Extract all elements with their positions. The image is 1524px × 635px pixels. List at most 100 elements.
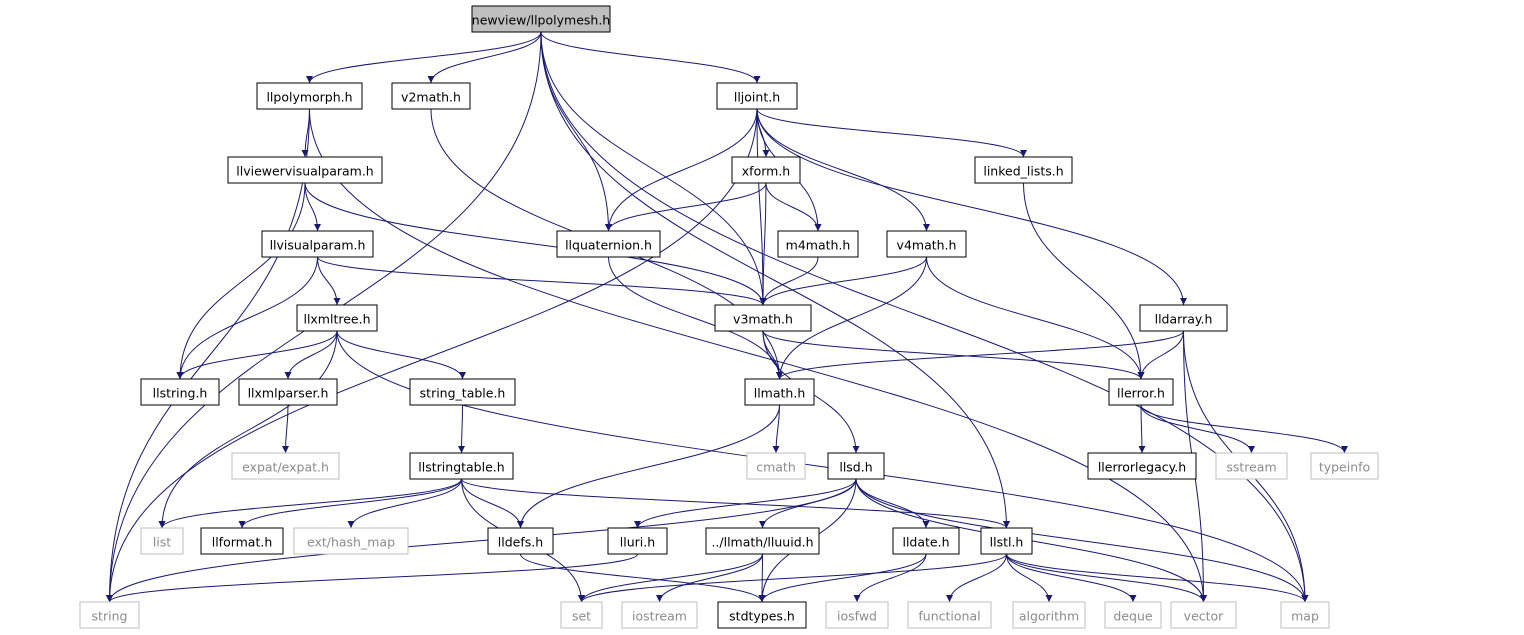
edge-llpolymesh-to-llpolymorph: [306, 31, 542, 84]
edge-llsd-to-string: [106, 478, 857, 603]
node-label: ext/hash_map: [307, 535, 395, 550]
node-llxmltree[interactable]: llxmltree.h: [296, 304, 378, 332]
node-box: [746, 452, 806, 480]
edge-m4math-to-v3math: [759, 256, 819, 306]
edge-lldarray-to-llmath: [776, 330, 1184, 380]
node-llpolymesh[interactable]: newview/llpolymesh.h: [471, 5, 611, 33]
node-hash_map: ext/hash_map: [293, 527, 409, 555]
node-sstream: sstream: [1215, 452, 1288, 480]
node-string_table[interactable]: string_table.h: [409, 378, 516, 406]
edge-lljoint-to-llquaternion: [605, 108, 758, 232]
edge-lljoint-to-string: [106, 108, 758, 603]
node-v3math[interactable]: v3math.h: [714, 304, 812, 332]
node-label: newview/llpolymesh.h: [472, 13, 610, 28]
node-llxmlparser[interactable]: llxmlparser.h: [238, 378, 338, 406]
node-box: [1215, 452, 1288, 480]
node-vector: vector: [1170, 601, 1237, 629]
edges-layer: [106, 31, 1348, 603]
node-lldate[interactable]: lldate.h: [892, 527, 960, 555]
node-llformat[interactable]: llformat.h: [200, 527, 284, 555]
node-m4math[interactable]: m4math.h: [777, 230, 859, 258]
node-string: string: [79, 601, 140, 629]
node-label: llquaternion.h: [565, 238, 652, 253]
node-label: typeinfo: [1319, 460, 1370, 475]
node-cmath: cmath: [746, 452, 806, 480]
edge-xform-to-llquaternion: [605, 182, 767, 232]
edge-llxmltree-to-llstring: [176, 330, 338, 380]
edge-lldarray-to-llerror: [1137, 330, 1184, 380]
node-v2math[interactable]: v2math.h: [391, 82, 471, 110]
node-label: v2math.h: [401, 90, 461, 105]
node-llstringtable[interactable]: llstringtable.h: [409, 452, 514, 480]
edge-lldate-to-stdtypes: [758, 553, 927, 603]
edge-llvisualparam-to-llxmltree: [317, 256, 341, 306]
edge-llxmltree-to-list: [158, 330, 338, 529]
edge-lluuid-to-set: [578, 553, 763, 603]
node-llmath[interactable]: llmath.h: [744, 378, 815, 406]
edge-linked_lists-to-llerror: [1023, 182, 1145, 380]
node-box: [293, 527, 409, 555]
edge-llerror-to-llerrorlegacy: [1138, 404, 1146, 454]
node-llerrorlegacy[interactable]: llerrorlegacy.h: [1087, 452, 1197, 480]
node-label: iosfwd: [837, 609, 877, 624]
node-label: lldarray.h: [1155, 312, 1213, 327]
node-iostream: iostream: [621, 601, 698, 629]
edge-llquaternion-to-llmath: [608, 256, 783, 380]
node-llstring[interactable]: llstring.h: [140, 378, 220, 406]
node-box: [892, 527, 960, 555]
edge-llpolymesh-to-lljoint: [540, 31, 761, 84]
edge-lldate-to-iosfwd: [853, 553, 927, 603]
node-box: [238, 378, 338, 406]
edge-llstl-to-algorithm: [1006, 553, 1053, 603]
node-deque: deque: [1104, 601, 1162, 629]
node-xform[interactable]: xform.h: [731, 156, 801, 184]
node-llerror[interactable]: llerror.h: [1108, 378, 1174, 406]
node-label: cmath: [756, 460, 796, 475]
node-box: [409, 378, 516, 406]
node-lluri[interactable]: lluri.h: [607, 527, 668, 555]
node-label: llvisualparam.h: [270, 238, 366, 253]
node-label: vector: [1184, 609, 1225, 624]
node-label: lljoint.h: [734, 90, 780, 105]
node-box: [1108, 378, 1174, 406]
node-llstl[interactable]: llstl.h: [980, 527, 1033, 555]
node-v4math[interactable]: v4math.h: [886, 230, 967, 258]
node-lldarray[interactable]: lldarray.h: [1139, 304, 1228, 332]
node-lluuid[interactable]: ../llmath/lluuid.h: [705, 527, 820, 555]
node-linked_lists[interactable]: linked_lists.h: [974, 156, 1073, 184]
node-lljoint[interactable]: lljoint.h: [716, 82, 798, 110]
node-label: expat/expat.h: [242, 460, 329, 475]
node-box: [391, 82, 471, 110]
node-label: sstream: [1226, 460, 1276, 475]
node-label: llformat.h: [212, 535, 273, 550]
edge-llpolymesh-to-llquaternion: [540, 31, 612, 232]
node-label: string: [92, 609, 128, 624]
edge-llpolymesh-to-v2math: [427, 31, 542, 84]
node-label: stdtypes.h: [729, 609, 795, 624]
node-llquaternion[interactable]: llquaternion.h: [556, 230, 661, 258]
edge-llsd-to-lluri: [634, 478, 857, 529]
edge-llstl-to-map: [1006, 553, 1309, 603]
node-llpolymorph[interactable]: llpolymorph.h: [256, 82, 363, 110]
node-lldefs[interactable]: lldefs.h: [487, 527, 554, 555]
node-stdtypes[interactable]: stdtypes.h: [717, 601, 807, 629]
edge-xform-to-v3math: [759, 182, 767, 306]
node-llviewervisualparam[interactable]: llviewervisualparam.h: [227, 156, 383, 184]
node-box: [907, 601, 992, 629]
edge-lljoint-to-v3math: [756, 108, 767, 306]
node-llsd[interactable]: llsd.h: [827, 452, 885, 480]
node-box: [825, 601, 889, 629]
node-llvisualparam[interactable]: llvisualparam.h: [261, 230, 374, 258]
node-label: v4math.h: [897, 238, 957, 253]
edge-lluri-to-string: [106, 553, 638, 603]
node-label: llsd.h: [839, 460, 872, 475]
edge-llstringtable-to-list: [158, 478, 462, 529]
node-label: llxmlparser.h: [248, 386, 329, 401]
node-label: llstring.h: [153, 386, 208, 401]
node-label: xform.h: [742, 164, 790, 179]
edge-llvisualparam-to-v3math: [317, 256, 767, 306]
node-box: [744, 378, 815, 406]
node-box: [607, 527, 668, 555]
node-functional: functional: [907, 601, 992, 629]
